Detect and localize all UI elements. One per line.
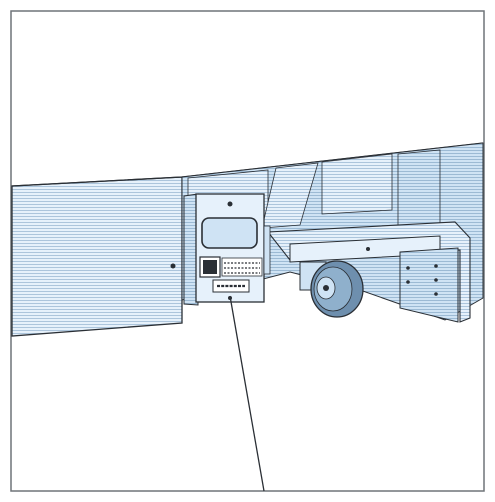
- conduit-fitting: [263, 225, 271, 275]
- plate-hole: [434, 278, 438, 282]
- plate-hole: [434, 292, 438, 296]
- cover-screw: [227, 201, 233, 207]
- cabinet-front-panel: [11, 176, 183, 337]
- serial-number-plate-icon: [212, 279, 250, 293]
- junction-box: [183, 193, 271, 306]
- caster-wheel-icon: [299, 260, 364, 318]
- power-switch-rocker: [203, 260, 217, 274]
- cavity-beam-right: [397, 149, 441, 231]
- callout-leader-line: [229, 295, 265, 492]
- terminal-block: [221, 257, 263, 277]
- cavity-diagonal-brace: [261, 162, 319, 229]
- plate-hole: [434, 264, 438, 268]
- junction-box-window: [201, 217, 258, 249]
- plate-hole: [406, 280, 410, 284]
- panel-screw: [170, 263, 176, 269]
- side-mount-plate: [399, 247, 459, 323]
- bracket-bolt: [366, 247, 370, 251]
- plate-hole: [406, 266, 410, 270]
- cavity-beam-center: [321, 153, 393, 215]
